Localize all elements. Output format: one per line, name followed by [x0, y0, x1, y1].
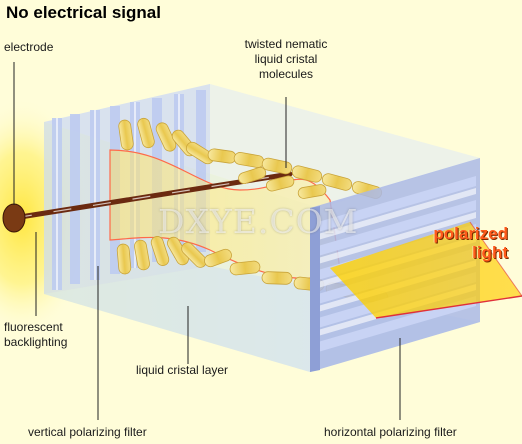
label-liquid-cristal-layer: liquid cristal layer [136, 363, 229, 377]
diagram-title: No electrical signal [6, 3, 161, 22]
label-electrode: electrode [4, 40, 54, 54]
label-twisted-molecules-line1: twisted nematic [244, 37, 328, 51]
label-twisted-molecules-line2: liquid cristal [254, 52, 318, 66]
label-twisted-molecules-line3: molecules [258, 67, 314, 81]
label-horizontal-polarizing-filter: horizontal polarizing filter [324, 425, 457, 439]
label-polarized-light-line1: polarized [433, 224, 508, 243]
label-backlighting: fluorescent backlighting [4, 320, 67, 350]
leader-lines [13, 62, 401, 420]
molecules-top-row [118, 117, 383, 199]
label-polarized-light-line2: light [472, 243, 508, 262]
label-polarized-light: polarized light [412, 224, 508, 262]
polarized-light-beam [330, 222, 522, 318]
label-twisted-molecules: twisted nematic liquid cristal molecules [226, 37, 346, 82]
label-vertical-polarizing-filter: vertical polarizing filter [28, 425, 147, 439]
watermark: DXYE.COM [158, 202, 359, 241]
label-backlighting-line1: fluorescent [4, 320, 63, 334]
label-backlighting-line2: backlighting [4, 335, 68, 349]
